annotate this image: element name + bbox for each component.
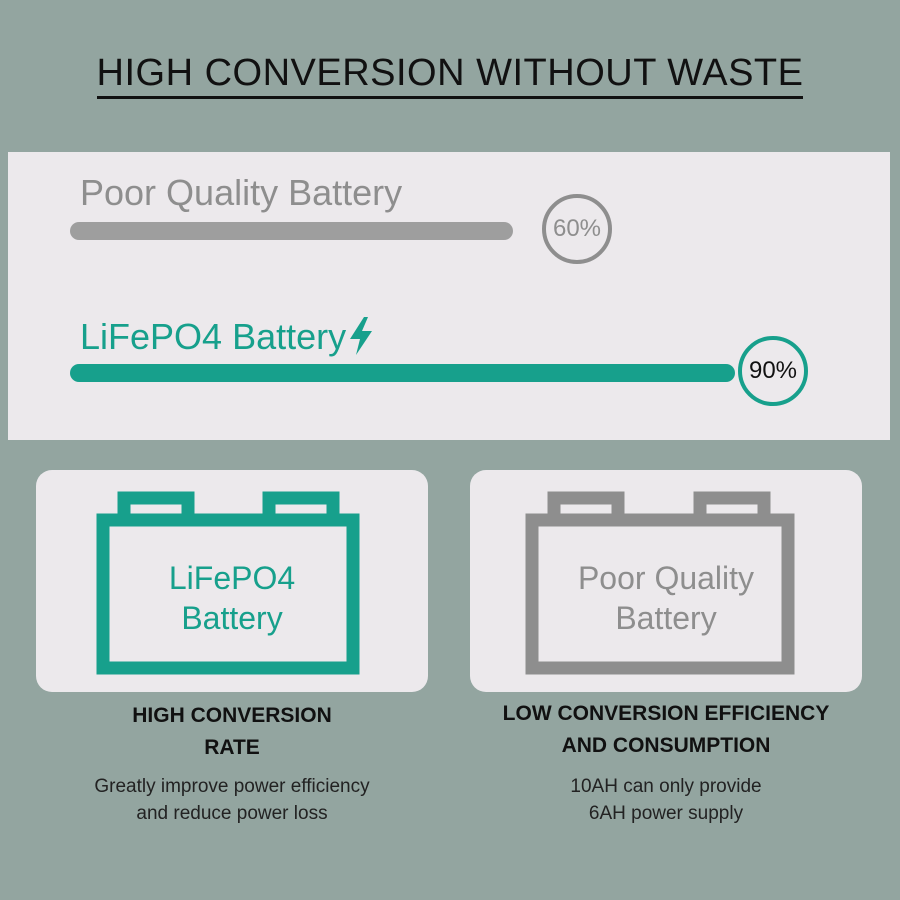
poor-quality-card-label: Poor Quality Battery	[470, 558, 862, 638]
high-conversion-description-line2: and reduce power loss	[136, 803, 328, 824]
poor-quality-card-label-line2: Battery	[615, 600, 717, 636]
battery-icon	[525, 491, 795, 675]
high-conversion-description-line1: Greatly improve power efficiency	[94, 776, 370, 797]
poor-battery-label: Poor Quality Battery	[80, 172, 403, 213]
low-conversion-heading: LOW CONVERSION EFFICIENCY AND CONSUMPTIO…	[456, 698, 876, 762]
page-title: HIGH CONVERSION WITHOUT WASTE	[0, 52, 900, 99]
low-conversion-description-line1: 10AH can only provide	[570, 776, 762, 797]
poor-quality-card-label-line1: Poor Quality	[577, 560, 755, 596]
lifepo4-card-label: LiFePO4 Battery	[36, 558, 428, 638]
battery-icon	[96, 491, 360, 675]
lifepo4-card-label-line2: Battery	[181, 600, 283, 636]
high-conversion-heading-line2: RATE	[204, 736, 260, 759]
comparison-panel: Poor Quality Battery 60% LiFePO4 Battery…	[8, 152, 890, 440]
poor-quality-card: Poor Quality Battery	[470, 470, 862, 692]
high-conversion-heading: HIGH CONVERSION RATE	[36, 700, 428, 764]
low-conversion-description-line2: 6AH power supply	[588, 803, 744, 824]
low-conversion-heading-line2: AND CONSUMPTION	[561, 734, 771, 757]
low-conversion-description: 10AH can only provide 6AH power supply	[456, 773, 876, 827]
lifepo4-card: LiFePO4 Battery	[36, 470, 428, 692]
lifepo4-battery-label-text: LiFePO4 Battery	[80, 316, 347, 357]
lifepo4-battery-bar	[70, 364, 735, 382]
poor-battery-percent: 60%	[542, 194, 612, 264]
lightning-bolt-icon	[350, 317, 373, 355]
high-conversion-description: Greatly improve power efficiency and red…	[36, 773, 428, 827]
lifepo4-battery-percent: 90%	[738, 336, 808, 406]
low-conversion-heading-line1: LOW CONVERSION EFFICIENCY	[502, 702, 830, 725]
lifepo4-card-label-line1: LiFePO4	[168, 560, 296, 596]
lifepo4-battery-label: LiFePO4 Battery	[80, 316, 374, 358]
high-conversion-heading-line1: HIGH CONVERSION	[132, 704, 332, 727]
poor-battery-bar	[70, 222, 513, 240]
